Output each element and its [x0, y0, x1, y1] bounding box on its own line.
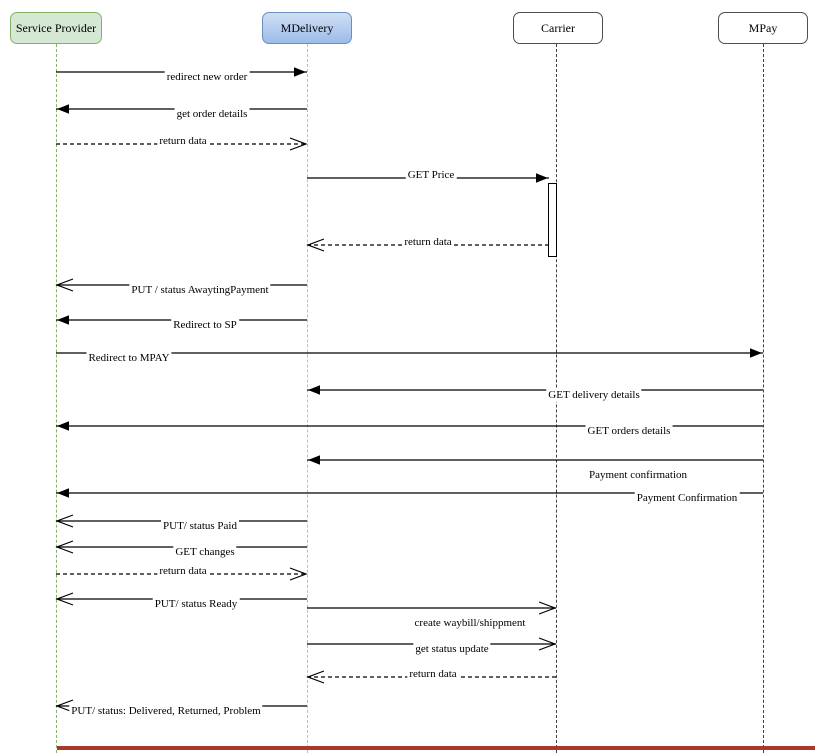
filled-arrowhead-icon: [750, 348, 762, 358]
message-label: get order details: [174, 108, 250, 121]
filled-arrowhead-icon: [308, 385, 320, 395]
message-20[interactable]: PUT/ status: Delivered, Returned, Proble…: [55, 696, 307, 728]
filled-arrowhead-icon: [57, 104, 69, 114]
open-arrowhead-icon: [55, 699, 74, 713]
message-label: return data: [402, 236, 454, 249]
actor-mpay[interactable]: MPay: [718, 12, 808, 44]
message-7[interactable]: Redirect to SP: [56, 310, 307, 342]
message-line: [307, 601, 557, 615]
open-arrowhead-icon: [55, 278, 74, 292]
message-18[interactable]: get status update: [307, 634, 557, 666]
message-label: GET delivery details: [546, 389, 642, 402]
message-label: GET changes: [173, 546, 237, 559]
message-label: return data: [157, 565, 209, 578]
message-15[interactable]: return data: [56, 564, 308, 596]
message-9[interactable]: GET delivery details: [307, 380, 763, 412]
message-1[interactable]: redirect new order: [56, 62, 307, 94]
message-label: PUT/ status Ready: [152, 598, 240, 611]
message-line: [56, 348, 763, 358]
message-label: GET Price: [405, 169, 457, 182]
activation-bar-carrier[interactable]: [548, 183, 557, 257]
open-arrowhead-icon: [538, 637, 557, 651]
message-14[interactable]: GET changes: [55, 537, 307, 569]
message-line: [306, 670, 556, 684]
filled-arrowhead-icon: [57, 315, 69, 325]
open-arrowhead-icon: [538, 601, 557, 615]
filled-arrowhead-icon: [536, 173, 548, 183]
message-12[interactable]: Payment Confirmation: [56, 483, 763, 515]
actor-service-provider[interactable]: Service Provider: [10, 12, 102, 44]
message-4[interactable]: GET Price: [307, 168, 549, 200]
message-label: get status update: [413, 643, 491, 656]
filled-arrowhead-icon: [294, 67, 306, 77]
filled-arrowhead-icon: [57, 488, 69, 498]
actor-carrier[interactable]: Carrier: [513, 12, 603, 44]
lifeline-mdelivery: [307, 44, 308, 753]
message-line: [56, 567, 308, 581]
message-10[interactable]: GET orders details: [56, 416, 763, 448]
message-label: redirect new order: [164, 71, 250, 84]
actor-label: MDelivery: [280, 20, 334, 35]
message-label: GET orders details: [585, 425, 673, 438]
message-6[interactable]: PUT / status AwaytingPayment: [55, 275, 307, 307]
message-label: PUT/ status Paid: [161, 520, 239, 533]
message-11[interactable]: Payment confirmation: [307, 450, 763, 482]
open-arrowhead-icon: [55, 592, 74, 606]
actor-label: MPay: [748, 20, 778, 35]
open-arrowhead-icon: [289, 567, 308, 581]
open-arrowhead-icon: [306, 670, 325, 684]
lifeline-mpay: [763, 44, 764, 753]
actor-label: Service Provider: [15, 20, 97, 35]
open-arrowhead-icon: [55, 514, 74, 528]
message-3[interactable]: return data: [56, 134, 308, 166]
actor-label: Carrier: [541, 20, 575, 35]
filled-arrowhead-icon: [308, 455, 320, 465]
actor-mdelivery[interactable]: MDelivery: [262, 12, 352, 44]
message-13[interactable]: PUT/ status Paid: [55, 511, 307, 543]
open-arrowhead-icon: [55, 540, 74, 554]
message-16[interactable]: PUT/ status Ready: [55, 589, 307, 621]
message-label: Payment Confirmation: [634, 492, 740, 505]
message-label: create waybill/shippment: [412, 617, 528, 630]
message-label: Redirect to SP: [171, 319, 239, 332]
open-arrowhead-icon: [289, 137, 308, 151]
message-label: return data: [157, 135, 209, 148]
message-line: [56, 137, 308, 151]
message-label: Payment confirmation: [586, 469, 690, 482]
message-19[interactable]: return data: [306, 667, 556, 699]
message-2[interactable]: get order details: [56, 99, 307, 131]
filled-arrowhead-icon: [57, 421, 69, 431]
message-5[interactable]: return data: [306, 235, 549, 267]
red-marker-line: [57, 746, 815, 750]
message-8[interactable]: Redirect to MPAY: [56, 343, 763, 375]
message-label: PUT / status AwaytingPayment: [129, 284, 271, 297]
message-label: Redirect to MPAY: [86, 352, 172, 365]
message-label: return data: [407, 668, 459, 681]
message-line: [307, 455, 763, 465]
message-17[interactable]: create waybill/shippment: [307, 598, 557, 630]
open-arrowhead-icon: [306, 238, 325, 252]
message-line: [307, 385, 763, 395]
message-label: PUT/ status: Delivered, Returned, Proble…: [69, 705, 263, 718]
lifeline-service-provider: [56, 44, 57, 753]
